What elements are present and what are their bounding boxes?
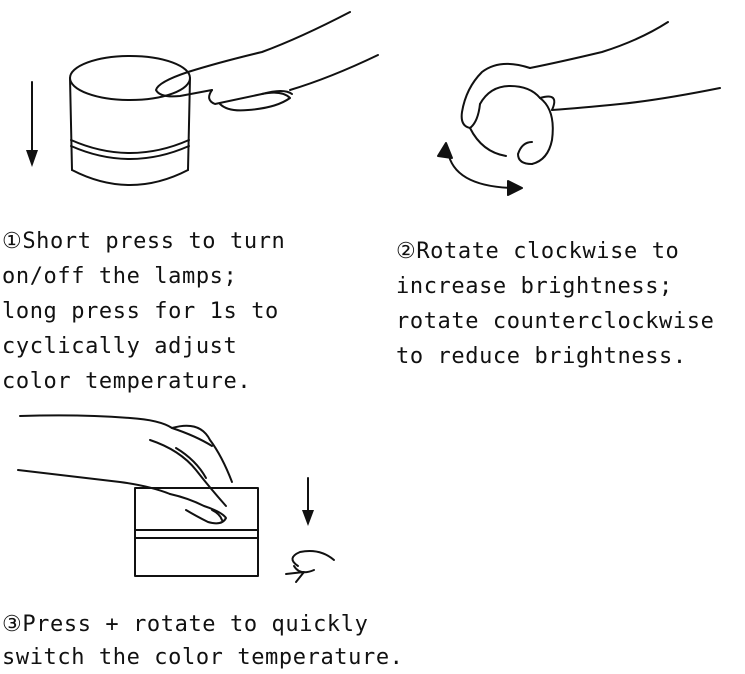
square-lamp-body: [135, 488, 258, 576]
step-2-line-3: rotate counterclockwise: [396, 309, 715, 334]
step-2-line-4: to reduce brightness.: [396, 344, 687, 369]
square-lamp-press-rotate-illustration: [18, 415, 334, 582]
pressing-hand: [156, 12, 378, 110]
rotating-hand: [462, 22, 720, 164]
pressing-hand-square: [18, 415, 232, 523]
step-1-text: ①Short press to turn on/off the lamps; l…: [2, 224, 285, 399]
round-lamp-body: [70, 56, 190, 185]
step-1-line-2: on/off the lamps;: [2, 264, 238, 289]
press-arrow-head: [26, 150, 38, 167]
step-2-text: ②Rotate clockwise to increase brightness…: [396, 234, 714, 374]
step-2-line-1: ②Rotate clockwise to: [396, 239, 680, 264]
rotation-arrow-icon: [438, 143, 522, 195]
step-3-text: ③Press + rotate to quickly switch the co…: [2, 608, 404, 674]
step-3-line-2: switch the color temperature.: [2, 645, 404, 670]
step-2-line-2: increase brightness;: [396, 274, 673, 299]
step-3-line-1: ③Press + rotate to quickly: [2, 612, 369, 637]
step-1-line-1: ①Short press to turn: [2, 229, 286, 254]
rotate-arrow-square-icon: [286, 551, 334, 582]
step-1-line-3: long press for 1s to: [2, 299, 279, 324]
step-1-line-5: color temperature.: [2, 369, 252, 394]
knob-rotate-illustration: [438, 22, 720, 195]
press-arrow-square: [302, 478, 314, 526]
lamp-press-illustration: [26, 12, 378, 185]
step-1-line-4: cyclically adjust: [2, 334, 238, 359]
